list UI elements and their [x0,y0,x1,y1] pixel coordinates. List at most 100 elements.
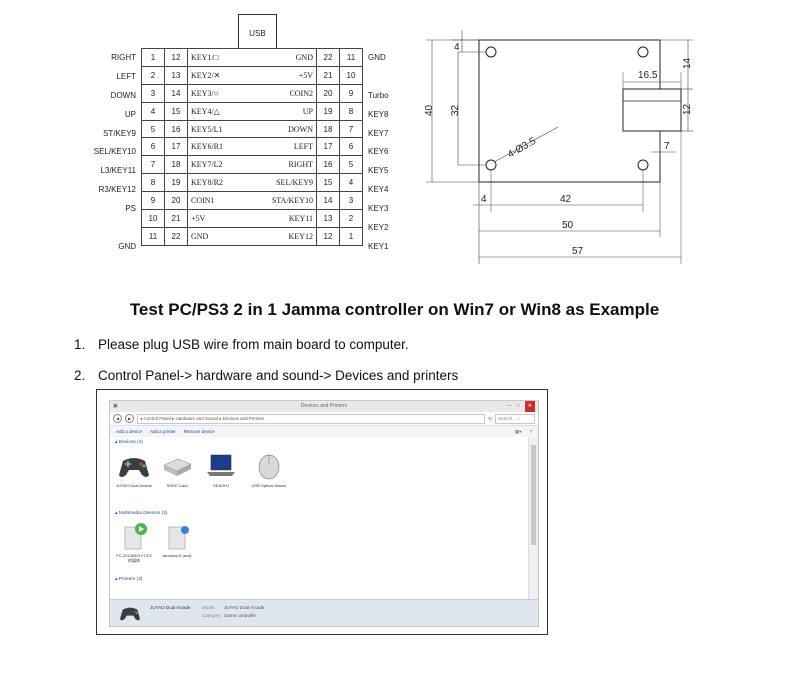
device-windows8[interactable]: windows-8 (ava) [158,521,196,558]
view-options-icon[interactable]: ▦▾ [514,428,522,434]
right-pin-label: KEY1 [368,241,389,251]
left-pin-label: DOWN [110,90,136,100]
pin-number: 15 [316,173,340,193]
pin-number: 2 [339,209,363,228]
dim-7: 7 [664,141,670,152]
device-label: SDHC Card [166,483,188,488]
pin-number: 1 [141,48,165,67]
forward-icon[interactable]: ▶ [125,414,134,423]
pin-function: SEL/KEY9 [253,173,317,193]
device-label: windows-8 (ava) [162,553,192,558]
pin-number: 13 [316,209,340,228]
usb-port-outline [622,88,682,132]
maximize-button[interactable]: □ [516,403,520,409]
right-pin-label: KEY4 [368,185,389,195]
pin-function: KEY12 [253,226,317,246]
left-pin-label: RIGHT [111,53,136,62]
pin-number: 9 [141,191,165,211]
right-pin-label: KEY8 [368,109,389,119]
group-devices[interactable]: ▴ Devices (4) [115,440,143,445]
device-label: USB Optical Mouse [251,483,287,488]
pin-function: KEY8/R2 [187,173,254,193]
pin-number: 4 [339,173,363,193]
pin-function: DOWN [253,119,317,139]
back-icon[interactable]: ◀ [113,414,122,423]
device-label: PC-20130621YTZIZ 的媒体 [116,553,152,563]
remove-device-button[interactable]: Remove device [183,429,215,434]
pin-function: KEY7/L2 [187,155,254,175]
group-multimedia[interactable]: ▴ Multimedia Devices (2) [115,511,168,516]
add-device-button[interactable]: Add a device [116,429,143,434]
pin-number: 14 [316,191,340,211]
laptop-icon [207,454,235,476]
gamepad-icon [119,458,149,477]
pin-function: KEY2/✕ [187,65,254,85]
dim-50: 50 [562,220,574,231]
pin-number: 8 [141,173,165,193]
device-laptop[interactable]: SEAOHJ [202,451,240,488]
pin-function: +5V [253,65,317,85]
page-heading: Test PC/PS3 2 in 1 Jamma controller on W… [129,300,660,319]
pin-number: 6 [339,137,363,157]
step-item: 2.Control Panel-> hardware and sound-> D… [74,368,458,399]
dim-12: 12 [682,103,693,115]
vertical-scrollbar[interactable] [528,437,538,602]
dim-42: 42 [560,194,572,205]
pin-number: 21 [316,65,340,85]
pin-number: 12 [316,226,340,246]
device-media-pc[interactable]: PC-20130621YTZIZ 的媒体 [115,521,153,564]
dim-4-left: 4 [481,194,487,205]
pin-function: KEY5/L1 [187,119,254,139]
pin-number: 19 [316,101,340,121]
step-list: 1.Please plug USB wire from main board t… [74,337,458,399]
close-button[interactable]: ✕ [524,401,535,412]
pin-number: 3 [141,83,165,103]
pin-function: KEY4/△ [187,101,254,121]
left-pin-label: GND [118,241,136,251]
pin-function: LEFT [253,137,317,157]
help-icon[interactable]: ? [529,428,532,434]
pin-number: 8 [339,101,363,121]
address-bar-row: ◀ ▶ ◂ Control Panel ▸ Hardware and Sound… [110,412,538,426]
pin-number: 3 [339,191,363,211]
minimize-button[interactable]: — [506,403,512,409]
dim-hole-diameter: 4-Ø3.5 [506,136,538,161]
add-printer-button[interactable]: Add a printer [150,429,176,434]
pin-number: 17 [316,137,340,157]
window-title: Devices and Printers [300,403,348,409]
group-printers[interactable]: ▴ Printers (3) [115,577,143,582]
device-mouse[interactable]: USB Optical Mouse [250,451,288,488]
left-pin-label: ST/KEY9 [103,128,136,138]
pin-number: 12 [164,48,188,67]
device-gamepad[interactable]: JUYAO Dual Arcade [115,451,153,488]
pin-function: COIN1 [187,191,254,211]
pin-number: 16 [164,119,188,139]
address-bar[interactable]: ◂ Control Panel ▸ Hardware and Sound ▸ D… [137,413,486,424]
mouse-icon [258,454,280,480]
pin-number: 18 [316,119,340,139]
pin-function: UP [253,101,317,121]
right-pin-label: KEY6 [368,147,389,157]
left-pin-label: SEL/KEY10 [93,147,136,157]
device-sdhc-card[interactable]: SDHC Card [158,451,196,488]
device-label: JUYAO Dual Arcade [116,483,152,488]
dim-14: 14 [682,57,693,69]
pin-function: KEY11 [253,209,317,228]
scrollbar-thumb[interactable] [531,445,536,545]
pin-function: KEY1/□ [187,48,254,67]
search-input[interactable]: Search... ⌕ [495,413,535,424]
dim-32: 32 [450,104,461,116]
pin-number: 22 [316,48,340,67]
pin-number: 10 [339,65,363,85]
refresh-icon[interactable]: ↻ [488,415,492,421]
pin-number: 7 [339,119,363,139]
pin-function: STA/KEY10 [253,191,317,211]
